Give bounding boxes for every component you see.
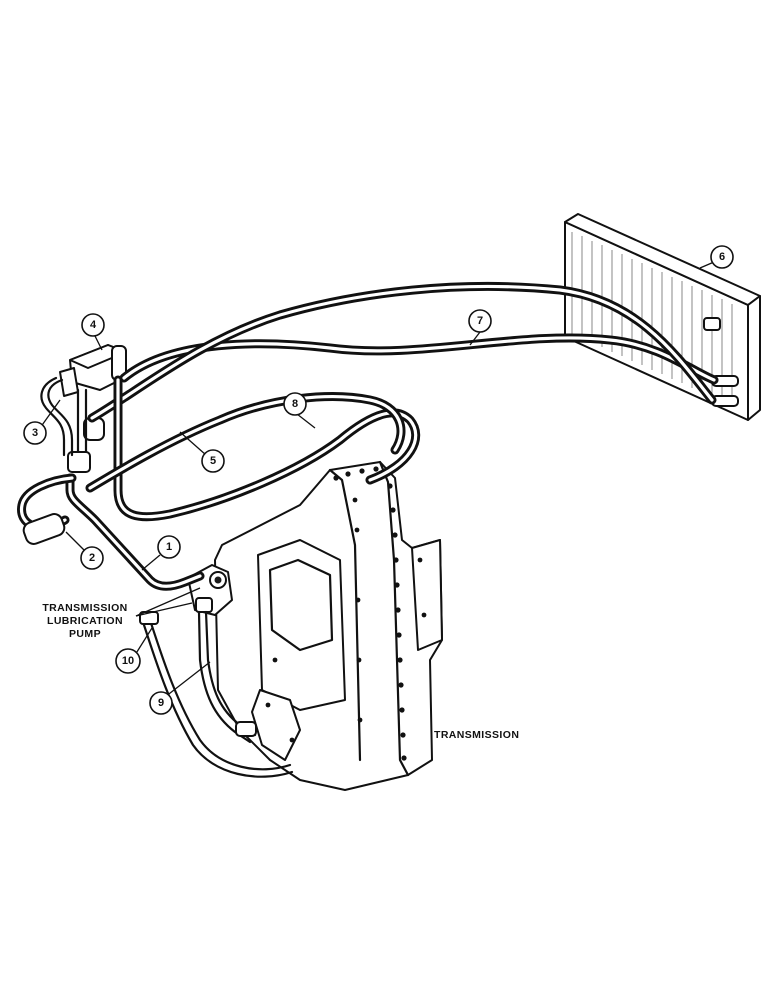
valve-connector (67, 451, 91, 473)
pump-label-line3: PUMP (69, 628, 101, 640)
callout-5-number: 5 (210, 455, 216, 467)
oil-cooler (564, 213, 761, 421)
callout-6: 6 (710, 245, 734, 269)
callout-7: 7 (468, 309, 492, 333)
callout-9: 9 (149, 691, 173, 715)
callout-9-number: 9 (158, 697, 164, 709)
pump-label-line2: LUBRICATION (47, 615, 123, 627)
callout-7-number: 7 (477, 315, 483, 327)
hose-8 (113, 375, 421, 522)
callout-8-number: 8 (292, 398, 298, 410)
leader-lines (39, 261, 715, 698)
transmission-label: TRANSMISSION (434, 729, 519, 741)
callout-2: 2 (80, 546, 104, 570)
transmission-housing (214, 460, 443, 791)
cooler-top-fitting (703, 317, 721, 331)
hose-5 (87, 281, 717, 423)
callout-6-number: 6 (719, 251, 725, 263)
callout-3: 3 (23, 421, 47, 445)
housing-side-flange (411, 539, 443, 651)
hose-5-lower (85, 392, 406, 493)
tube-1 (65, 473, 205, 591)
hose-2 (17, 473, 77, 545)
pump-label-line1: TRANSMISSION (42, 602, 127, 614)
tube-10 (139, 611, 294, 778)
callout-8: 8 (283, 392, 307, 416)
filter-valve-assembly (59, 344, 127, 473)
hose-2-fitting (22, 513, 66, 545)
tube-9 (197, 610, 257, 744)
housing-bolts (265, 466, 427, 761)
callout-1: 1 (157, 535, 181, 559)
callout-5: 5 (201, 449, 225, 473)
callout-2-number: 2 (89, 552, 95, 564)
housing-lower-port-plate (251, 689, 301, 761)
callout-4: 4 (81, 313, 105, 337)
callout-10-number: 10 (122, 655, 134, 667)
callout-1-number: 1 (166, 541, 172, 553)
tube-3 (40, 376, 74, 457)
callout-4-number: 4 (90, 319, 97, 331)
callout-3-number: 3 (32, 427, 38, 439)
callout-10: 10 (115, 648, 141, 674)
